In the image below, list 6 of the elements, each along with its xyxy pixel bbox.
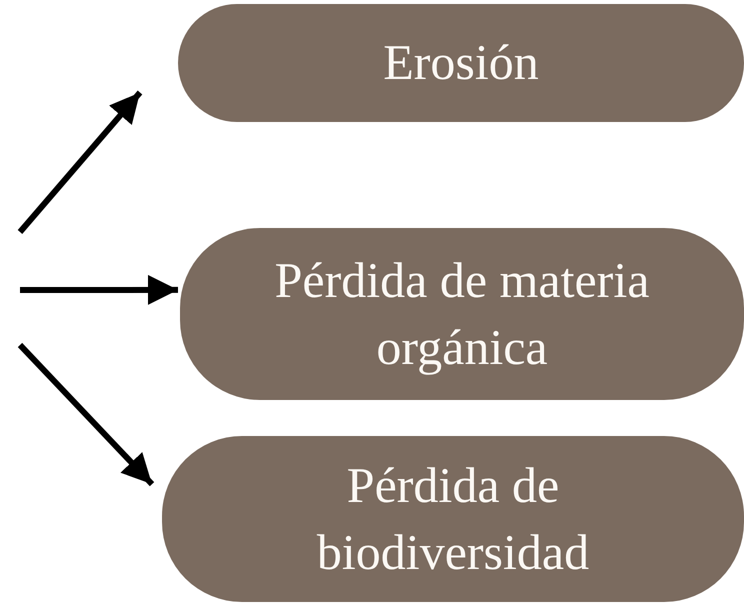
stadium-node: Erosión — [178, 4, 744, 122]
stadium-node: Pérdida de materia orgánica — [180, 228, 744, 400]
arrow — [18, 342, 154, 486]
arrow — [18, 90, 142, 234]
stadium-node: Pérdida de biodiversidad — [162, 436, 744, 602]
arrow — [20, 274, 178, 305]
